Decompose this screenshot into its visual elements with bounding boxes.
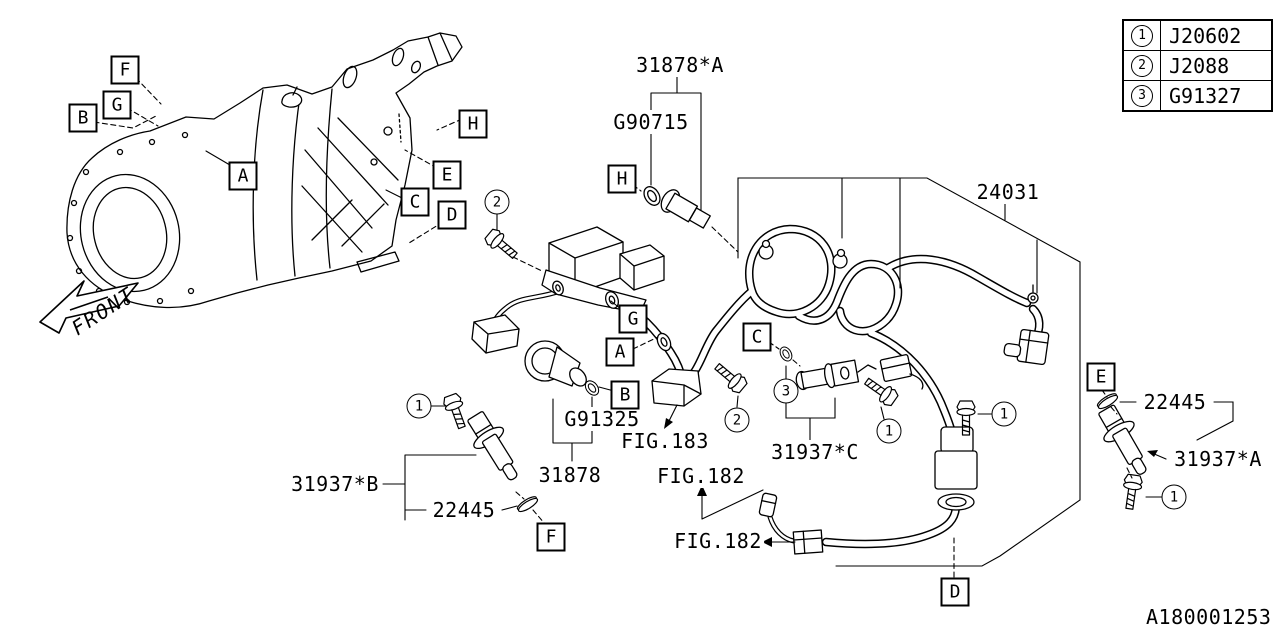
ref-box-h: H: [607, 164, 637, 194]
legend-table: 1 J20602 2 J2088 3 G91327: [1122, 19, 1273, 112]
legend-code-2: J2088: [1169, 53, 1230, 78]
harness-grommet: [934, 426, 978, 511]
washer-22445-left: [515, 493, 540, 515]
ref-box-c: C: [400, 187, 430, 217]
bolt-1-left: [441, 391, 471, 432]
callout-1: 1: [406, 393, 432, 419]
sensor-31937B: [459, 406, 530, 489]
part-label-fig-182: FIG.182: [655, 464, 747, 488]
harness-end-connector: [1003, 328, 1050, 366]
part-label-g90715: G90715: [611, 110, 691, 134]
ref-box-f: F: [110, 55, 140, 85]
ref-box-g: G: [102, 90, 132, 120]
legend-row-1: 1 J20602: [1124, 21, 1271, 50]
ref-box-e: E: [432, 160, 462, 190]
ref-box-d: D: [940, 577, 970, 607]
part-label-31878-a: 31878*A: [634, 53, 726, 77]
connector-left: [471, 314, 520, 354]
part-label-22445: 22445: [430, 498, 498, 522]
part-label-31878: 31878: [536, 463, 604, 487]
callout-1: 1: [991, 401, 1017, 427]
bolt-1-bottom-right: [1119, 473, 1144, 511]
part-label-31937-c: 31937*C: [769, 440, 861, 464]
ref-box-h: H: [458, 109, 488, 139]
legend-row-3: 3 G91327: [1124, 80, 1271, 110]
switch-31878A: [660, 189, 711, 229]
part-label-24031: 24031: [974, 180, 1042, 204]
legend-callout-1: 1: [1124, 21, 1161, 50]
callout-2: 2: [484, 189, 510, 215]
callout-2: 2: [724, 407, 750, 433]
ref-box-g: G: [618, 304, 648, 334]
ref-box-a: A: [228, 161, 258, 191]
sensor-31937C: [795, 359, 860, 391]
legend-callout-2: 2: [1124, 51, 1161, 80]
callout-1: 1: [1161, 484, 1187, 510]
p-clamp: [758, 239, 848, 269]
part-label-fig-183: FIG.183: [619, 429, 711, 453]
ref-box-b: B: [68, 103, 98, 133]
oring-g90715: [640, 183, 664, 209]
part-label-31937-a: 31937*A: [1172, 447, 1264, 471]
part-label-31937-b: 31937*B: [289, 472, 381, 496]
oil-pressure-switch-31878: [524, 340, 587, 387]
bolt-2-bottom: [710, 358, 750, 396]
harness-clip-bolt: [1027, 284, 1039, 304]
ref-box-d: D: [437, 200, 467, 230]
bolt-2-top: [482, 226, 522, 264]
fig183-connector: [651, 368, 702, 407]
legend-row-2: 2 J2088: [1124, 50, 1271, 80]
legend-code-1: J20602: [1169, 23, 1242, 48]
ref-box-e: E: [1086, 362, 1116, 392]
sensor-plug-31937C: [879, 354, 913, 382]
legend-callout-3: 3: [1124, 81, 1161, 110]
leader-lines: [205, 72, 1234, 567]
part-label-g91325: G91325: [562, 407, 642, 431]
front-arrow: [39, 280, 139, 334]
harness-eyelet: [656, 332, 672, 352]
transmission: [66, 32, 463, 309]
ref-box-b: B: [610, 380, 640, 410]
oring-31937C: [777, 344, 795, 364]
callout-1: 1: [876, 418, 902, 444]
part-label-22445: 22445: [1141, 390, 1209, 414]
connector-block-small: [619, 244, 665, 291]
transmission-ribs: [301, 117, 399, 253]
fig182-plug: [792, 529, 824, 555]
drawing-number: A180001253: [1146, 605, 1272, 629]
callout-3: 3: [773, 378, 799, 404]
ref-box-c: C: [742, 322, 772, 352]
legend-code-3: G91327: [1169, 83, 1242, 108]
part-label-fig-182: FIG.182: [672, 529, 764, 553]
fig182-connector: [758, 492, 778, 518]
ref-box-a: A: [605, 337, 635, 367]
ref-box-f: F: [536, 522, 566, 552]
